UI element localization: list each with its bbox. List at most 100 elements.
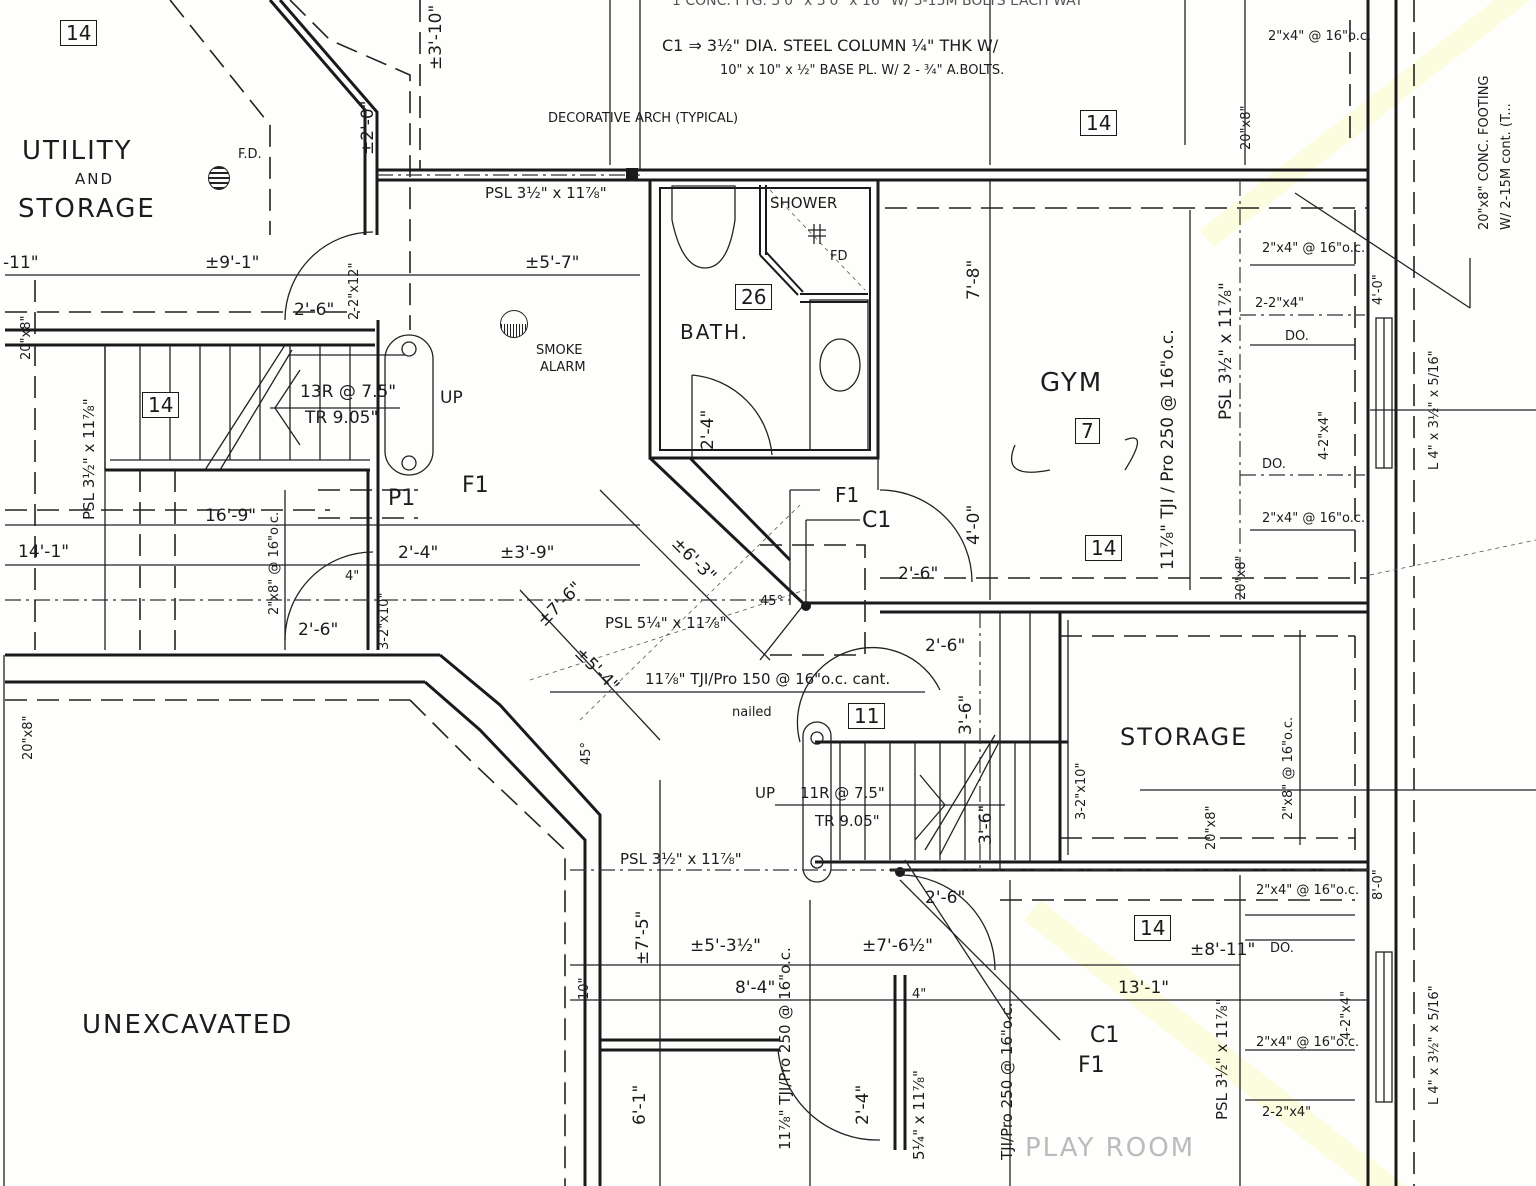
- room-gym: GYM: [1040, 368, 1104, 398]
- dim-3-6-lower: 3'-6": [976, 804, 996, 845]
- dim-8-4: 8'-4": [735, 978, 776, 998]
- framing-20x8-bottom-left: 20"x8": [21, 715, 36, 760]
- dim-13-1: 13'-1": [1118, 978, 1170, 998]
- dim-7-6-half: ±7'-6½": [862, 936, 933, 956]
- note-footing-right-2: W/ 2-15M cont. (T...: [1499, 103, 1514, 230]
- dim-6-1: 6'-1": [630, 1084, 650, 1125]
- window-right-top: [1375, 317, 1393, 469]
- dim-2-4-bath: 2'-4": [698, 409, 718, 450]
- framing-20x8-left: 20"x8": [19, 315, 34, 360]
- room-play-room: PLAY ROOM: [1025, 1133, 1196, 1163]
- upper-stair-up: UP: [440, 388, 463, 408]
- dim-9-1: ±9'-1": [205, 253, 260, 273]
- framing-do-bottom: DO.: [1270, 941, 1294, 956]
- dim-4-bottom: 4": [912, 987, 927, 1002]
- room-unexcavated: UNEXCAVATED: [82, 1010, 294, 1040]
- floor-drain-label: F.D.: [238, 147, 262, 162]
- room-bath: BATH.: [680, 320, 750, 344]
- dim-14-1: 14'-1": [18, 542, 70, 562]
- beam-psl-top: PSL 3½" x 11⅞": [485, 184, 607, 202]
- room-utility-line3: STORAGE: [18, 194, 156, 224]
- dim-3-9: ±3'-9": [500, 543, 555, 563]
- bath-walls: [648, 178, 880, 460]
- note-column-c1-line2: 10" x 10" x ½" BASE PL. W/ 2 - ¾" A.BOLT…: [720, 63, 1005, 78]
- room-shower: SHOWER: [770, 194, 838, 212]
- dim-4-0: 4'-0": [964, 504, 984, 545]
- tag-14-gym: 14: [1085, 535, 1123, 561]
- storage-room-walls: [979, 612, 1536, 870]
- dim-2-4-bottom: 2'-4": [853, 1084, 873, 1125]
- beam-psl-stair: PSL 3½" x 11⅞": [620, 850, 742, 868]
- dim-2-4-left: 2'-4": [398, 543, 439, 563]
- beam-tji-bottom-right: TJI/Pro 250 @ 16"o.c.: [998, 1002, 1016, 1160]
- dim-2-6-gym-door: 2'-6": [898, 564, 939, 584]
- smoke-alarm-line1: SMOKE: [536, 343, 583, 358]
- beam-psl-bottom-right: PSL 3½" x 11⅞": [1213, 998, 1231, 1120]
- lower-stair-risers: 11R @ 7.5": [800, 784, 885, 802]
- dim-2-0: ±2'-0": [358, 100, 378, 155]
- framing-20x8-gym: 20"x8": [1234, 555, 1249, 600]
- beam-tji-center: 11⅞" TJI/Pro 150 @ 16"o.c. cant.: [645, 670, 891, 688]
- smoke-alarm-icon: [500, 310, 528, 338]
- beam-psl-center: PSL 5¼" x 11⅞": [605, 614, 727, 632]
- room-utility-line1: UTILITY: [22, 136, 133, 166]
- dim-45-deg-lower: 45°: [579, 741, 594, 765]
- dim-8-11: ±8'-11": [1190, 940, 1256, 960]
- upper-stair-risers: 13R @ 7.5": [300, 382, 397, 402]
- note-nailed: nailed: [732, 705, 772, 720]
- dim-11: -11": [3, 253, 39, 273]
- framing-20x8-storage: 20"x8": [1204, 805, 1219, 850]
- note-footing: 1 CONC. FTG. 3'0" x 3'0" x 16" W/ 3-15M …: [672, 0, 1084, 9]
- upper-stair: [5, 320, 434, 650]
- dim-7-8: 7'-8": [964, 259, 984, 300]
- lower-stair-tread: TR 9.05": [815, 812, 880, 830]
- beam-tji-gym: 11⅞" TJI / Pro 250 @ 16"o.c.: [1158, 329, 1178, 570]
- window-right-bottom: [1375, 951, 1393, 1103]
- framing-2x8-storage: 2"x8" @ 16"o.c.: [1281, 716, 1296, 820]
- tag-14-bottom: 14: [1134, 915, 1172, 941]
- gym-walls: [877, 180, 1368, 600]
- framing-do-gym-1: DO.: [1285, 329, 1309, 344]
- dim-16-9: 16'-9": [205, 506, 257, 526]
- marker-f1-bottom: F1: [1078, 1053, 1105, 1078]
- tag-11: 11: [848, 703, 886, 729]
- dim-3-10: ±3'-10": [426, 4, 446, 70]
- tag-14-top-center: 14: [1080, 110, 1118, 136]
- dim-3-6: 3'-6": [956, 694, 976, 735]
- dim-45-deg: 45°: [760, 594, 784, 609]
- beam-psl-bottom-small: 5¼" x 11⅞": [910, 1070, 928, 1160]
- note-column-c1-line1: C1 ⇒ 3½" DIA. STEEL COLUMN ¼" THK W/: [662, 36, 999, 55]
- framing-3-2x10-left: 3-2"x10": [377, 592, 392, 650]
- tag-26-bath: 26: [735, 284, 773, 310]
- smoke-alarm-line2: ALARM: [540, 360, 586, 375]
- framing-3-2x10-storage: 3-2"x10": [1074, 762, 1089, 820]
- room-storage: STORAGE: [1120, 723, 1249, 751]
- shower-drain-label: FD: [830, 249, 848, 264]
- marker-c1-center: C1: [862, 508, 892, 533]
- floor-drain-icon: [208, 166, 230, 190]
- lower-stair-up: UP: [755, 784, 776, 802]
- tag-14-stair: 14: [142, 392, 180, 418]
- beam-psl-gym-right: PSL 3½" x 11⅞": [1216, 282, 1236, 420]
- framing-2-2x4-bottom: 2-2"x4": [1262, 1105, 1312, 1120]
- framing-4-2x4-bottom: 4-2"x4": [1339, 990, 1354, 1040]
- dim-4-0-right: 4'-0": [1371, 274, 1386, 305]
- framing-20x8-top: 20"x8": [1239, 105, 1254, 150]
- dim-2-6-lower-door: 2'-6": [298, 620, 339, 640]
- room-utility-line2: AND: [75, 170, 115, 188]
- dim-5-7: ±5'-7": [525, 253, 580, 273]
- dim-4: 4": [345, 569, 360, 584]
- beam-psl-left-vertical: PSL 3½" x 11⅞": [80, 398, 98, 520]
- framing-2x8-left: 2"x8" @ 16"o.c.: [267, 511, 282, 615]
- angle-right-bottom: L 4" x 3½" x 5/16": [1427, 985, 1442, 1105]
- dim-10: 10": [577, 977, 592, 1000]
- note-footing-right-1: 20"x8" CONC. FOOTING: [1477, 75, 1492, 231]
- framing-do-gym-2: DO.: [1262, 457, 1286, 472]
- note-decorative-arch: DECORATIVE ARCH (TYPICAL): [548, 111, 739, 126]
- dim-8-0: 8'-0": [1371, 869, 1386, 900]
- utility-angled-wall: [169, 0, 411, 330]
- angle-right-top: L 4" x 3½" x 5/16": [1427, 350, 1442, 470]
- dim-7-5: ±7'-5": [633, 910, 653, 965]
